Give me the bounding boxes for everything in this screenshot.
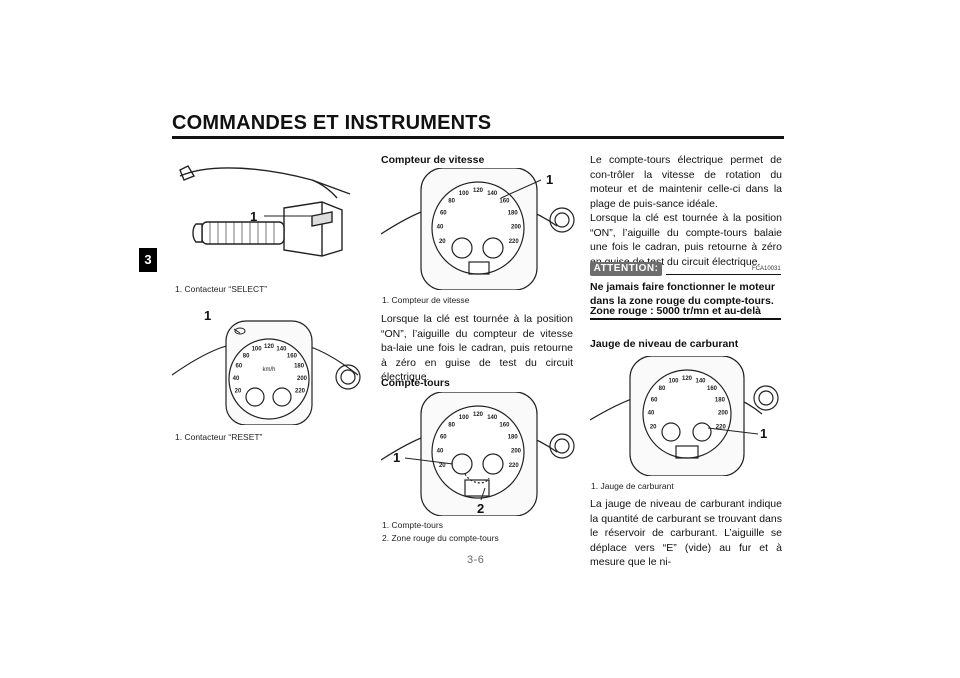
dial-tick-label: 120 [473, 412, 484, 418]
dial-tick-label: 40 [233, 376, 240, 382]
dial-tick-label: 40 [437, 225, 444, 231]
attention-badge: ATTENTION: [590, 262, 662, 276]
dial-tick-label: 80 [448, 199, 455, 205]
dial-tick-label: 160 [499, 423, 510, 429]
tachometer-heading: Compte-tours [381, 377, 450, 389]
dial-tick-label: 20 [235, 388, 242, 394]
attention-bottom-rule [590, 318, 781, 320]
dial-tick-label: 220 [295, 388, 306, 394]
dial-tick-label: 180 [508, 435, 519, 441]
chapter-tab: 3 [139, 248, 157, 272]
dial-tick-label: 220 [509, 463, 520, 469]
speedometer-paragraph: Lorsque la clé est tournée à la position… [381, 313, 573, 384]
fig4-caption-2: 2. Zone rouge du compte-tours [382, 533, 499, 543]
dial-tick-label: 100 [668, 379, 679, 385]
dial-tick-label: 80 [659, 386, 666, 392]
fig1-callout-number: 1 [250, 209, 257, 224]
attention-rule [666, 274, 781, 275]
dial-tick-label: 100 [459, 415, 470, 421]
fig2-caption: 1. Contacteur “RESET” [175, 432, 263, 442]
dial-tick-label: 140 [487, 191, 498, 197]
dial-tick-label: 200 [511, 449, 522, 455]
fig1-caption: 1. Contacteur “SELECT” [175, 284, 268, 294]
dial-tick-label: 200 [511, 225, 522, 231]
fuel-gauge-heading: Jauge de niveau de carburant [590, 338, 739, 350]
dial-tick-label: 160 [287, 353, 298, 359]
tachometer-paragraph: Le compte-tours électrique permet de con… [590, 154, 782, 210]
dial-tick-label: 40 [648, 411, 655, 417]
fig4-callout-2: 2 [477, 501, 484, 516]
fuel-gauge-paragraph: La jauge de niveau de carburant indique … [590, 498, 782, 569]
dial-tick-label: 220 [509, 239, 520, 245]
dial-unit-label: km/h [262, 367, 275, 373]
speedometer-heading: Compteur de vitesse [381, 154, 485, 166]
dial-tick-label: 120 [473, 188, 484, 194]
dial-tick-label: 200 [297, 376, 308, 382]
dial-tick-label: 140 [695, 379, 706, 385]
dial-tick-label: 120 [264, 344, 275, 350]
dial-tick-label: 80 [243, 353, 250, 359]
dial-tick-label: 180 [294, 364, 305, 370]
dial-tick-label: 120 [682, 376, 693, 382]
fig5-caption: 1. Jauge de carburant [591, 481, 674, 491]
select-switch-illustration: 1 [179, 165, 351, 257]
dial-tick-label: 100 [459, 191, 470, 197]
dial-tick-label: 100 [252, 346, 263, 352]
dial-tick-label: 180 [715, 397, 726, 403]
fig3-callout-number: 1 [546, 172, 553, 187]
tachometer-paragraph-2: Lorsque la clé est tournée à la position… [590, 212, 782, 268]
dial-tick-label: 80 [448, 423, 455, 429]
fig2-callout-number: 1 [204, 308, 211, 323]
attention-text: Ne jamais faire fonctionner le moteur da… [590, 281, 775, 307]
header-rule [172, 136, 784, 139]
dial-tick-label: 160 [707, 386, 718, 392]
attention-code: FCA10031 [752, 266, 781, 272]
fig4-callout-1: 1 [393, 450, 400, 465]
dial-tick-label: 20 [650, 424, 657, 430]
dial-tick-label: 180 [508, 211, 519, 217]
dial-tick-label: 20 [439, 239, 446, 245]
dial-tick-label: 200 [718, 411, 729, 417]
dial-tick-label: 140 [276, 346, 287, 352]
dial-tick-label: 20 [439, 463, 446, 469]
dial-tick-label: 60 [440, 435, 447, 441]
page-number: 3-6 [467, 554, 485, 566]
dial-tick-label: 60 [651, 397, 658, 403]
dial-tick-label: 40 [437, 449, 444, 455]
dial-tick-label: 140 [487, 415, 498, 421]
fig5-callout-number: 1 [760, 426, 767, 441]
fig4-caption-1: 1. Compte-tours [382, 520, 443, 530]
fig3-caption: 1. Compteur de vitesse [382, 295, 470, 305]
dial-tick-label: 160 [499, 199, 510, 205]
page-title: COMMANDES ET INSTRUMENTS [172, 112, 492, 134]
attention-redzone: Zone rouge : 5000 tr/mn et au-delà [590, 305, 761, 317]
dial-tick-label: 60 [440, 211, 447, 217]
dial-tick-label: 60 [236, 364, 243, 370]
dial-tick-label: 220 [716, 424, 727, 430]
